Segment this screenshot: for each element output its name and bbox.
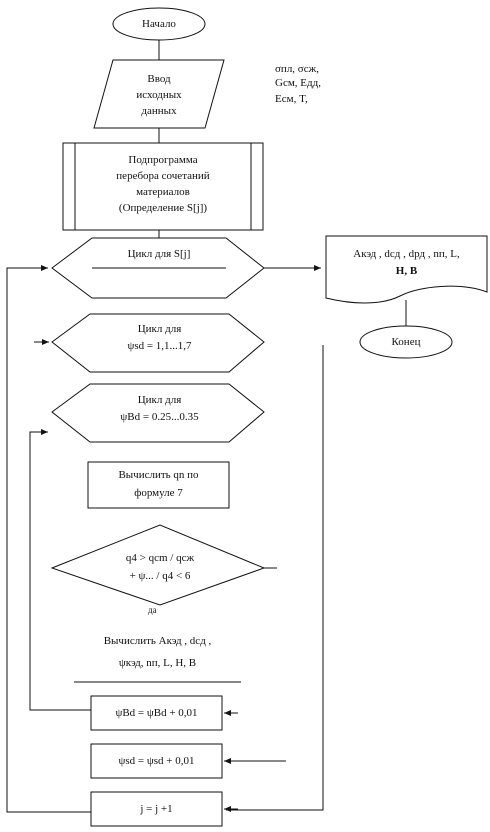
compute-result-label-2: ψкэд, nп, L, H, B: [118, 657, 197, 669]
output-label-1: Aкэд , dсд , dрд , nп, L,: [353, 248, 460, 260]
condition-label-1: q4 > qcm / qсж: [125, 552, 195, 564]
loop-psi-bd-hexagon: [51, 383, 265, 443]
loop-psi-sd-hexagon: [51, 313, 265, 373]
step-sd-box: [90, 743, 223, 779]
loop-psi-sd-label-1: Цикл для: [137, 323, 182, 335]
step-sd-label: ψsd = ψsd + 0,01: [118, 755, 195, 767]
loop-psi-bd-label-1: Цикл для: [137, 394, 182, 406]
input-note-1: σпл, σсж,: [275, 63, 319, 75]
compute-q-label-2: формуле 7: [134, 487, 183, 499]
condition-diamond: [50, 524, 266, 606]
end-label: Конец: [391, 336, 421, 348]
input-note-3: Eсм, T,: [275, 93, 308, 105]
input-parallelogram: [93, 59, 225, 129]
step-j-label: j = j +1: [140, 803, 173, 815]
input-note-2: Gсм, Eдд,: [275, 77, 321, 89]
subroutine-label-1: Подпрограмма: [128, 154, 198, 166]
condition-yes-label: да: [148, 605, 157, 615]
input-label-3: данных: [141, 105, 177, 117]
subroutine-label-2: перебора сочетаний: [116, 170, 210, 182]
input-label-2: исходных: [136, 89, 182, 101]
subroutine-box: [62, 142, 264, 231]
loop-s-label: Цикл для S[j]: [127, 248, 191, 260]
step-bd-box: [90, 695, 223, 731]
step-j-box: [90, 791, 223, 827]
loop-back-bd: [29, 429, 91, 711]
loop-back-j: [6, 265, 91, 813]
compute-result-label-1: Вычислить Aкэд , dсд ,: [103, 635, 212, 647]
condition-label-2: + ψ... / q4 < 6: [129, 570, 191, 582]
input-label-1: Ввод: [147, 73, 171, 85]
end-terminal: [359, 325, 453, 359]
subroutine-label-4: (Определение S[j]): [118, 202, 208, 214]
step-bd-label: ψBd = ψBd + 0,01: [115, 707, 198, 719]
right-return-line: [226, 345, 324, 811]
output-document: [325, 235, 488, 304]
loop-psi-sd-label-2: ψsd = 1,1...1,7: [127, 340, 192, 352]
start-label: Начало: [142, 18, 176, 30]
compute-q-label-1: Вычислить qn по: [118, 469, 199, 481]
subroutine-label-3: материалов: [136, 186, 190, 198]
compute-q-box: [87, 461, 230, 509]
loop-psi-bd-label-2: ψBd = 0.25...0.35: [120, 411, 199, 423]
output-label-2: H, B: [395, 265, 418, 277]
